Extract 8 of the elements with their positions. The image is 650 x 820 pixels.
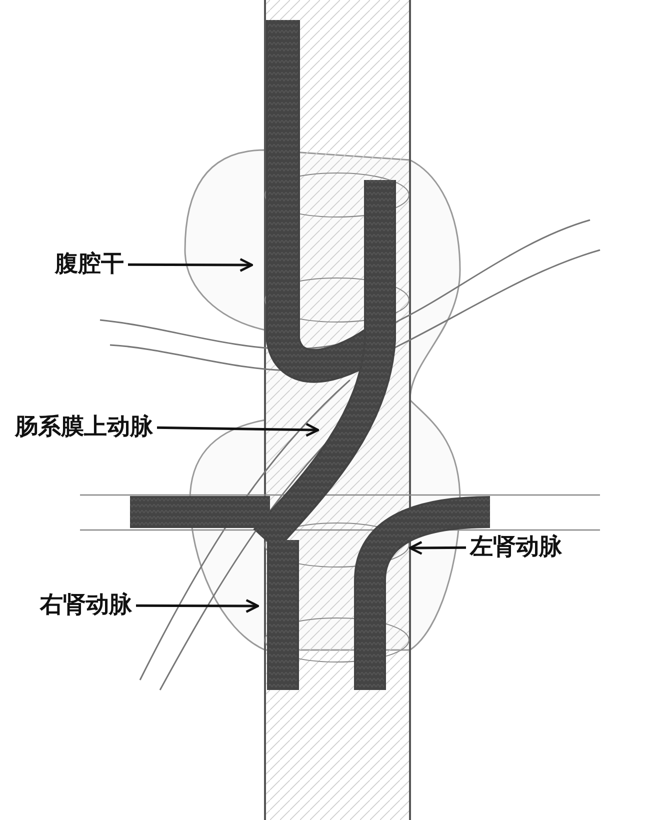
arrow [156, 422, 320, 437]
callout-label: 腹腔干 [55, 252, 124, 278]
arrow [128, 258, 254, 272]
callout-label: 左肾动脉 [470, 535, 562, 560]
callout-label: 右肾动脉 [40, 593, 132, 618]
arrow [136, 598, 260, 613]
callout-label: 肠系膜上动脉 [15, 415, 153, 440]
arrow [408, 540, 466, 555]
